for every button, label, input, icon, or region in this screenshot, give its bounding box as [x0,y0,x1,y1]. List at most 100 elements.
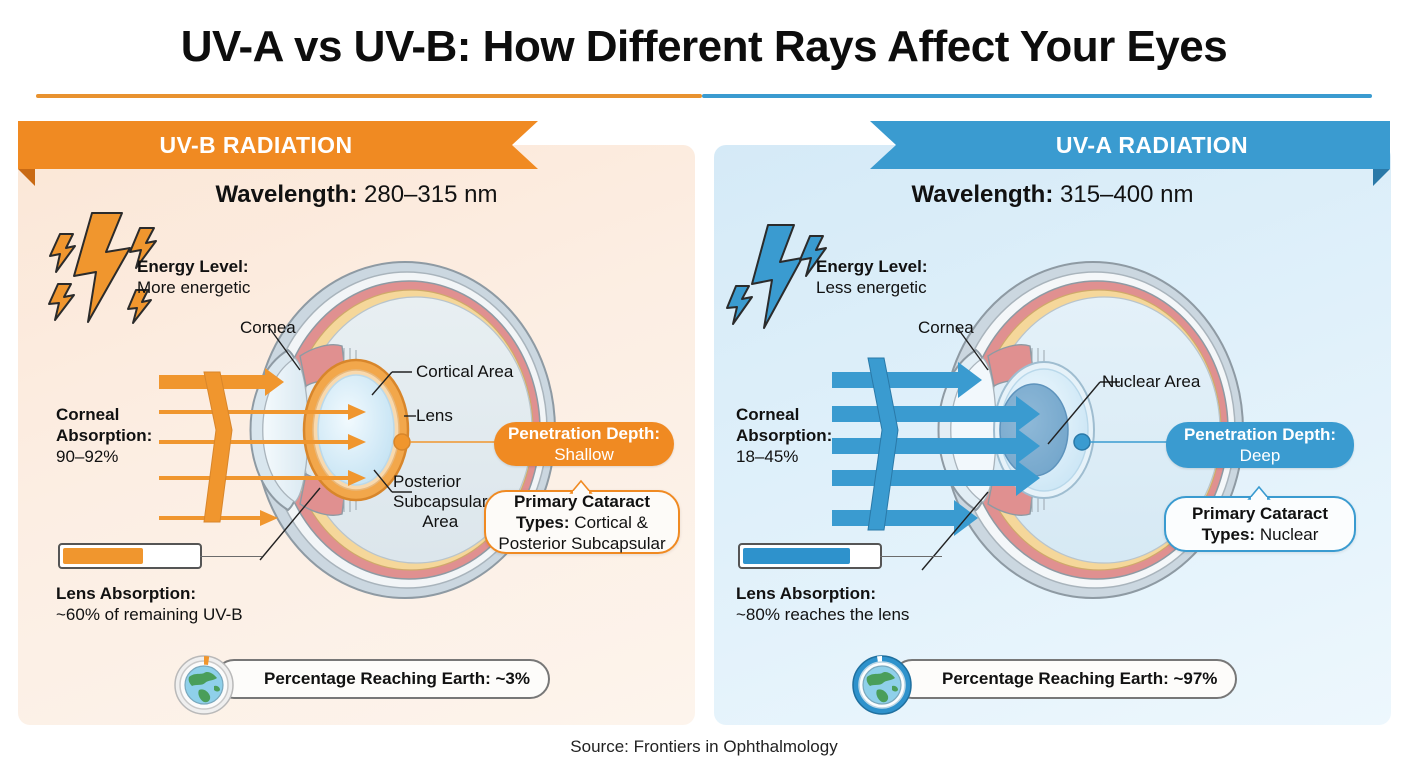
uv-converging-lens-uvb [203,371,233,523]
bubble-tail-uvb [569,479,593,495]
psc-line-2: Subcapsular [393,492,488,511]
lens-absorption-bar-uva [738,543,882,569]
cataract-types-value-uvb: Cortical & [569,512,648,532]
cataract-label-uva: Primary Cataract [1191,504,1329,523]
corneal-value-uvb: 90–92% [56,447,119,466]
wavelength-uvb: Wavelength: 280–315 nm [18,181,695,209]
lightning-bolt-icon-small-bl [48,283,75,321]
psc-line-3: Area [422,512,459,531]
lens-shape-uvb [317,374,395,486]
lens-absorption-value-uvb: ~60% of remaining UV-B [56,605,243,624]
eye-diagram-uvb [159,261,556,599]
wavelength-label-uvb: Wavelength: [215,181,364,208]
bubble-tail-uva [1247,485,1271,501]
cataract-types-value-uva: Nuclear [1255,525,1319,544]
lightning-bolt-icon-small-tl [49,233,76,273]
cornea-leader-uva [955,325,989,371]
lens-absorption-value-uva: ~80% reaches the lens [736,605,910,624]
earth-percentage-pill-uvb: Percentage Reaching Earth: ~3% [214,659,550,699]
earth-globe-icon-uvb [174,655,234,715]
penetration-depth-pill-uva: Penetration Depth: Deep [1166,422,1354,468]
lightning-bolt-icon-small-tr [799,235,827,277]
cataract-line-1-uvb: Primary Cataract [514,491,650,512]
banner-label-uva: UV-A RADIATION [1055,132,1249,158]
lightning-bolt-icon-small-br [127,289,152,324]
cataract-line-1-uva: Primary Cataract [1192,503,1328,524]
lens-absorption-bar-uvb [58,543,202,569]
lightning-bolt-icon-small-bl [726,285,753,325]
lightning-bolt-icon-group-uvb [48,212,157,324]
lightning-bolt-icon-group-uva [726,224,827,329]
lens-absorption-block-uva: Lens Absorption: ~80% reaches the lens [736,583,909,625]
lightning-bolt-icon-large [751,224,803,329]
page-title: UV-A vs UV-B: How Different Rays Affect … [180,22,1228,71]
uv-ray-arrows-uva [832,362,1040,536]
cataract-line-2-uva: Types: Nuclear [1202,524,1319,545]
lens-absorption-bar-leader-uvb [200,556,262,557]
lens-absorption-bar-fill-uvb [63,548,144,564]
cataract-bubble-uva: Primary Cataract Types: Nuclear [1164,485,1356,552]
title-rule-orange [36,94,702,98]
corneal-value-uva: 18–45% [736,447,799,466]
lens-absorption-bar-fill-uva [743,548,851,564]
banner-bar-uvb [18,121,538,169]
nuclear-leader-uva [1047,381,1101,445]
lens-absorption-bar-leader-uva [880,556,942,557]
lightning-bolt-icon-small-tr [129,227,157,269]
lens-absorption-leader-uvb [259,487,321,561]
corneal-block-uvb: Corneal Absorption: 90–92% [56,404,152,467]
cornea-leader-uvb [267,325,301,371]
wavelength-value-uva: 315–400 nm [1060,181,1194,208]
cataract-line-2-uvb: Types: Cortical & [516,512,648,533]
uv-converging-lens-uva [867,357,899,531]
nuclear-area-label-uva: Nuclear Area [1102,372,1201,391]
nuclear-area-shape-uva [999,383,1069,477]
posterior-subcapsular-label-uvb: Posterior Subcapsular Area [393,472,488,532]
banner-bar-uva [870,121,1390,169]
title-rule-blue [702,94,1372,98]
cataract-bubble-uvb: Primary Cataract Types: Cortical & Poste… [484,479,680,554]
cataract-line-3-uvb: Posterior Subcapsular [498,533,666,553]
corneal-label-uva: Corneal [736,405,800,424]
earth-globe-icon-uva [852,655,912,715]
lens-absorption-label-uva: Lens Absorption: [736,584,877,603]
penetration-depth-label-uvb: Penetration Depth: [507,424,661,443]
penetration-dot-uva [1073,433,1091,451]
corneal-label2-uvb: Absorption: [56,426,153,445]
wavelength-value-uvb: 280–315 nm [364,181,498,208]
banner-uvb: UV-B RADIATION [18,121,538,186]
cataract-label-uvb: Primary Cataract [513,491,651,511]
corneal-label-uvb: Corneal [56,405,120,424]
lightning-bolt-icon-large [73,212,131,323]
cortical-area-label-uvb: Cortical Area [416,362,514,381]
lens-absorption-leader-uva [921,491,989,571]
energy-value-uva: Less energetic [816,278,927,297]
banner-label-uvb: UV-B RADIATION [159,132,353,158]
energy-block-uva: Energy Level: Less energetic [816,256,928,298]
banner-uva: UV-A RADIATION [870,121,1390,186]
penetration-depth-value-uva: Deep [1239,446,1281,465]
penetration-depth-pill-uvb: Penetration Depth: Shallow [494,422,674,466]
earth-percentage-label-uvb: Percentage Reaching Earth: ~3% [264,669,530,688]
source-caption: Source: Frontiers in Ophthalmology [570,737,838,756]
wavelength-label-uva: Wavelength: [911,181,1060,208]
energy-value-uvb: More energetic [137,278,251,297]
corneal-block-uva: Corneal Absorption: 18–45% [736,404,832,467]
earth-percentage-pill-uva: Percentage Reaching Earth: ~97% [892,659,1238,699]
cornea-label-uva: Cornea [918,318,974,337]
cataract-types-label-uvb: Types: [516,512,570,532]
wavelength-uva: Wavelength: 315–400 nm [714,181,1391,209]
energy-label-uvb: Energy Level: [137,257,249,276]
corneal-label2-uva: Absorption: [736,426,833,445]
lens-label-uvb: Lens [416,406,453,425]
cataract-types-label-uva: Types: [1201,525,1256,544]
lens-absorption-label-uvb: Lens Absorption: [56,584,197,603]
energy-label-uva: Energy Level: [816,257,928,276]
penetration-depth-value-uvb: Shallow [554,445,614,464]
earth-percentage-label-uva: Percentage Reaching Earth: ~97% [942,669,1218,688]
psc-line-1: Posterior [393,472,462,491]
energy-block-uvb: Energy Level: More energetic [137,256,250,298]
penetration-depth-label-uva: Penetration Depth: [1183,425,1337,444]
cornea-label-uvb: Cornea [240,318,296,337]
